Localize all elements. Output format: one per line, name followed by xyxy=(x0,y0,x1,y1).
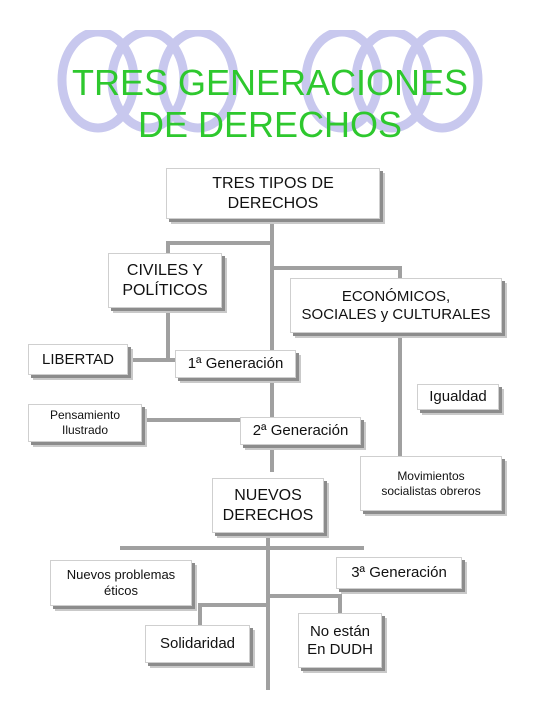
node-text: LIBERTAD xyxy=(42,350,114,368)
node-1a-generacion: 1ª Generación xyxy=(175,350,296,378)
decorative-ellipse xyxy=(57,30,139,133)
connector xyxy=(268,594,342,613)
decorative-ellipse xyxy=(351,30,433,133)
decorative-ellipse xyxy=(301,30,383,133)
node-text: Ilustrado xyxy=(61,423,109,437)
connector xyxy=(166,241,272,253)
node-2a-generacion: 2ª Generación xyxy=(240,417,361,445)
node-civiles-politicos: CIVILES Y POLÍTICOS xyxy=(108,253,222,308)
node-economicos-sociales: ECONÓMICOS, SOCIALES y CULTURALES xyxy=(290,278,502,333)
node-text: POLÍTICOS xyxy=(122,281,208,299)
node-igualdad: Igualdad xyxy=(417,384,499,410)
node-text: Igualdad xyxy=(429,388,487,405)
node-text: éticos xyxy=(104,583,138,598)
connector xyxy=(198,603,268,625)
decorative-ellipse xyxy=(107,30,189,133)
node-text: DERECHOS xyxy=(222,506,314,524)
node-text: Solidaridad xyxy=(159,635,236,652)
decorative-ellipses xyxy=(57,30,483,133)
node-text: CIVILES Y xyxy=(126,261,204,279)
node-text: NUEVOS xyxy=(234,486,302,504)
node-text: No están xyxy=(309,622,371,640)
title-line-1: TRES GENERACIONES xyxy=(71,62,469,103)
node-libertad: LIBERTAD xyxy=(28,344,128,375)
node-text: 1ª Generación xyxy=(187,355,284,372)
connector xyxy=(272,266,402,278)
node-text: Movimientos xyxy=(397,468,465,483)
node-nuevos-problemas: Nuevos problemas éticos xyxy=(50,560,192,606)
node-text: Pensamiento xyxy=(49,408,121,422)
node-text: 2ª Generación xyxy=(252,422,349,439)
node-movimientos-socialistas: Movimientos socialistas obreros xyxy=(360,456,502,511)
node-text: En DUDH xyxy=(307,640,373,658)
node-pensamiento-ilustrado: Pensamiento Ilustrado xyxy=(28,404,142,442)
node-tres-tipos: TRES TIPOS DE DERECHOS xyxy=(166,168,380,219)
connector xyxy=(166,308,175,362)
decorative-ellipse xyxy=(401,30,483,133)
title-line-2: DE DERECHOS xyxy=(137,104,403,145)
node-text: Nuevos problemas xyxy=(66,567,176,582)
node-text: socialistas obreros xyxy=(381,483,481,498)
node-text: TRES TIPOS DE xyxy=(212,174,334,192)
node-no-estan-dudh: No están En DUDH xyxy=(298,613,382,668)
page-title: TRES GENERACIONES DE DERECHOS xyxy=(30,62,510,146)
node-text: ECONÓMICOS, xyxy=(341,287,451,305)
node-nuevos-derechos: NUEVOS DERECHOS xyxy=(212,478,324,533)
decorative-ellipse xyxy=(157,30,239,133)
node-text: DERECHOS xyxy=(227,194,319,212)
node-text: 3ª Generación xyxy=(351,564,447,581)
node-3a-generacion: 3ª Generación xyxy=(336,557,462,589)
node-text: SOCIALES y CULTURALES xyxy=(301,305,491,323)
node-solidaridad: Solidaridad xyxy=(145,625,250,663)
